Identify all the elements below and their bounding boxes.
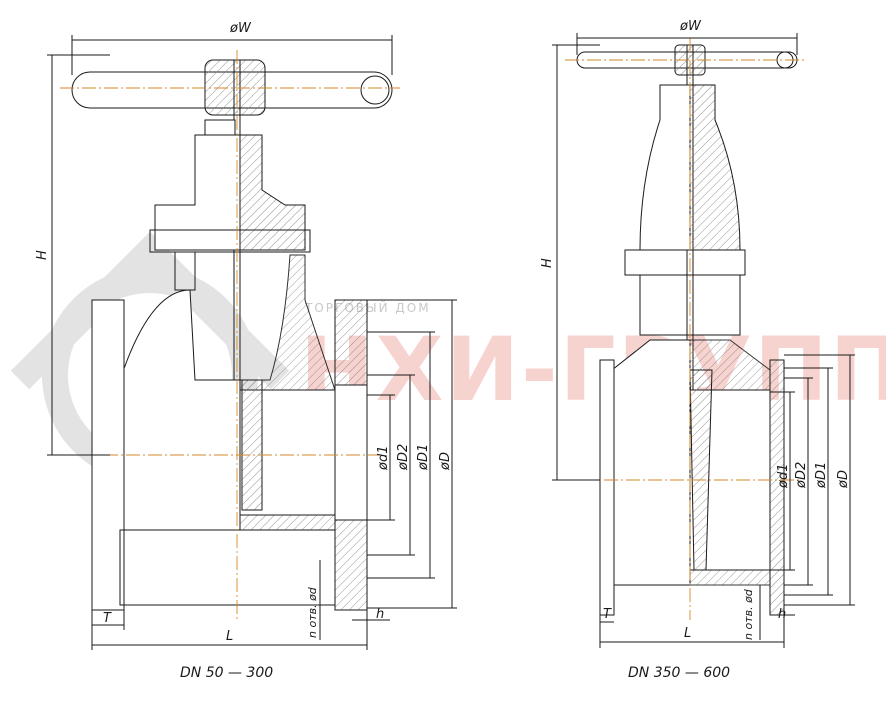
left-label-H: H (35, 250, 50, 260)
right-label-W: øW (679, 19, 702, 34)
right-bonnet (624, 84, 746, 336)
right-caption: DN 350 — 600 (628, 665, 730, 681)
left-label-holes: n отв. ød (306, 586, 319, 638)
right-dim-W (576, 33, 798, 55)
left-body (119, 254, 336, 531)
left-bonnet (149, 119, 311, 291)
right-label-d1: ød1 (776, 464, 791, 489)
left-label-D1: øD1 (416, 444, 431, 471)
left-label-T: T (103, 611, 112, 626)
right-label-D1: øD1 (814, 462, 829, 489)
watermark-text: НХИ-ГРУПП (300, 318, 886, 421)
left-label-L: L (226, 629, 233, 644)
right-label-D2: øD2 (794, 462, 809, 489)
left-label-d1: ød1 (376, 446, 391, 471)
right-wedge (689, 369, 713, 571)
right-label-holes: n отв. ød (742, 588, 755, 640)
left-wedge (241, 379, 263, 511)
right-label-h: h (778, 607, 786, 622)
left-label-W: øW (229, 21, 252, 36)
left-handwheel (71, 59, 393, 116)
right-flange-left (599, 359, 615, 616)
right-dim-diameters (770, 354, 855, 606)
right-label-L: L (684, 626, 691, 641)
left-dim-diameters (367, 299, 457, 609)
left-label-h: h (376, 607, 384, 622)
right-label-H: H (540, 258, 555, 268)
right-label-T: T (603, 607, 612, 622)
right-dim-H (552, 44, 600, 481)
left-label-D2: øD2 (396, 444, 411, 471)
right-label-D: øD (836, 470, 851, 489)
left-label-D: øD (438, 452, 453, 471)
left-dim-H (47, 54, 110, 456)
left-caption: DN 50 — 300 (180, 665, 273, 681)
left-view (47, 35, 457, 650)
right-view (552, 33, 855, 648)
